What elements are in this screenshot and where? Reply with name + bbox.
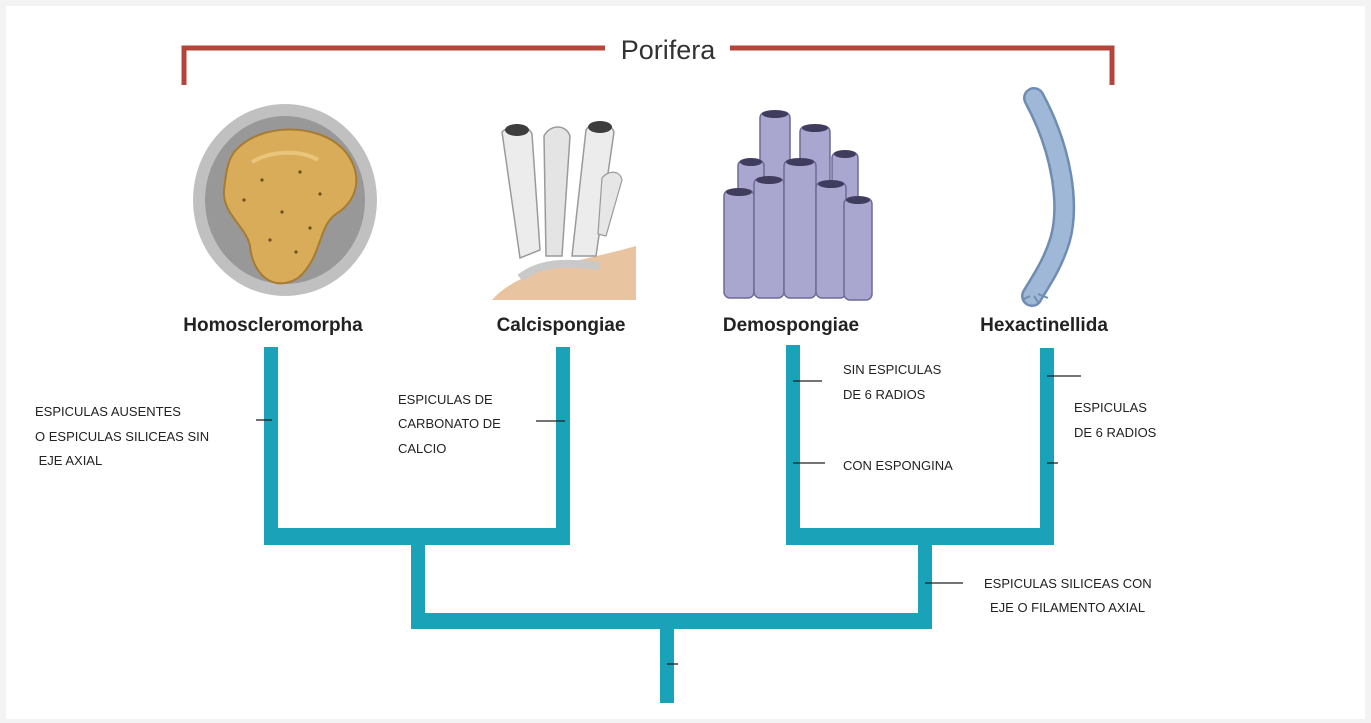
- group-label: Porifera: [621, 35, 717, 65]
- char-line: EJE AXIAL: [35, 453, 102, 468]
- char-line: ESPICULAS SILICEAS CON: [984, 576, 1152, 591]
- character-calcispongiae: ESPICULAS DE CARBONATO DE CALCIO: [398, 392, 501, 456]
- char-line: SIN ESPICULAS: [843, 362, 942, 377]
- porifera-bracket: Porifera: [184, 35, 1112, 85]
- branch-homoscleromorpha: [264, 347, 278, 545]
- char-line: ESPICULAS: [1074, 400, 1147, 415]
- char-line: CALCIO: [398, 441, 446, 456]
- branch-crossbar-right: [786, 528, 1054, 545]
- white-tube-sponge-icon: [492, 121, 636, 300]
- char-line: EJE O FILAMENTO AXIAL: [990, 600, 1145, 615]
- bracket-left: [184, 48, 605, 85]
- char-line: ESPICULAS AUSENTES: [35, 404, 181, 419]
- char-line: DE 6 RADIOS: [1074, 425, 1157, 440]
- character-demo-spicules: SIN ESPICULAS DE 6 RADIOS: [843, 362, 942, 402]
- char-line: DE 6 RADIOS: [843, 387, 926, 402]
- character-hexactinellida: ESPICULAS DE 6 RADIOS: [1074, 400, 1157, 440]
- branch-calcispongiae: [556, 347, 570, 545]
- branch-demospongiae: [786, 345, 800, 545]
- char-line: O ESPICULAS SILICEAS SIN: [35, 429, 209, 444]
- diagram-card: Porifera: [6, 6, 1365, 719]
- yellow-sponge-icon: [193, 104, 377, 296]
- branch-crossbar-left: [264, 528, 570, 545]
- taxon-label-calcispongiae: Calcispongiae: [497, 315, 626, 336]
- glass-sponge-icon: [1022, 98, 1064, 302]
- tree-branches: [264, 345, 1054, 703]
- taxon-label-demospongiae: Demospongiae: [723, 315, 859, 336]
- character-homoscleromorpha: ESPICULAS AUSENTES O ESPICULAS SILICEAS …: [35, 404, 209, 468]
- branch-hexactinellida: [1040, 348, 1054, 545]
- char-line: ESPICULAS DE: [398, 392, 493, 407]
- bracket-right: [730, 48, 1112, 85]
- cladogram: Porifera: [6, 6, 1365, 719]
- character-demo-spongin: CON ESPONGINA: [843, 458, 953, 473]
- taxon-label-homoscleromorpha: Homoscleromorpha: [183, 315, 363, 336]
- branch-root: [660, 629, 674, 703]
- character-silicea: ESPICULAS SILICEAS CON EJE O FILAMENTO A…: [984, 576, 1152, 615]
- branch-root-crossbar: [411, 613, 932, 629]
- char-line: CARBONATO DE: [398, 416, 501, 431]
- purple-tube-sponge-icon: [724, 110, 872, 300]
- char-line: CON ESPONGINA: [843, 458, 953, 473]
- taxon-label-hexactinellida: Hexactinellida: [980, 315, 1108, 336]
